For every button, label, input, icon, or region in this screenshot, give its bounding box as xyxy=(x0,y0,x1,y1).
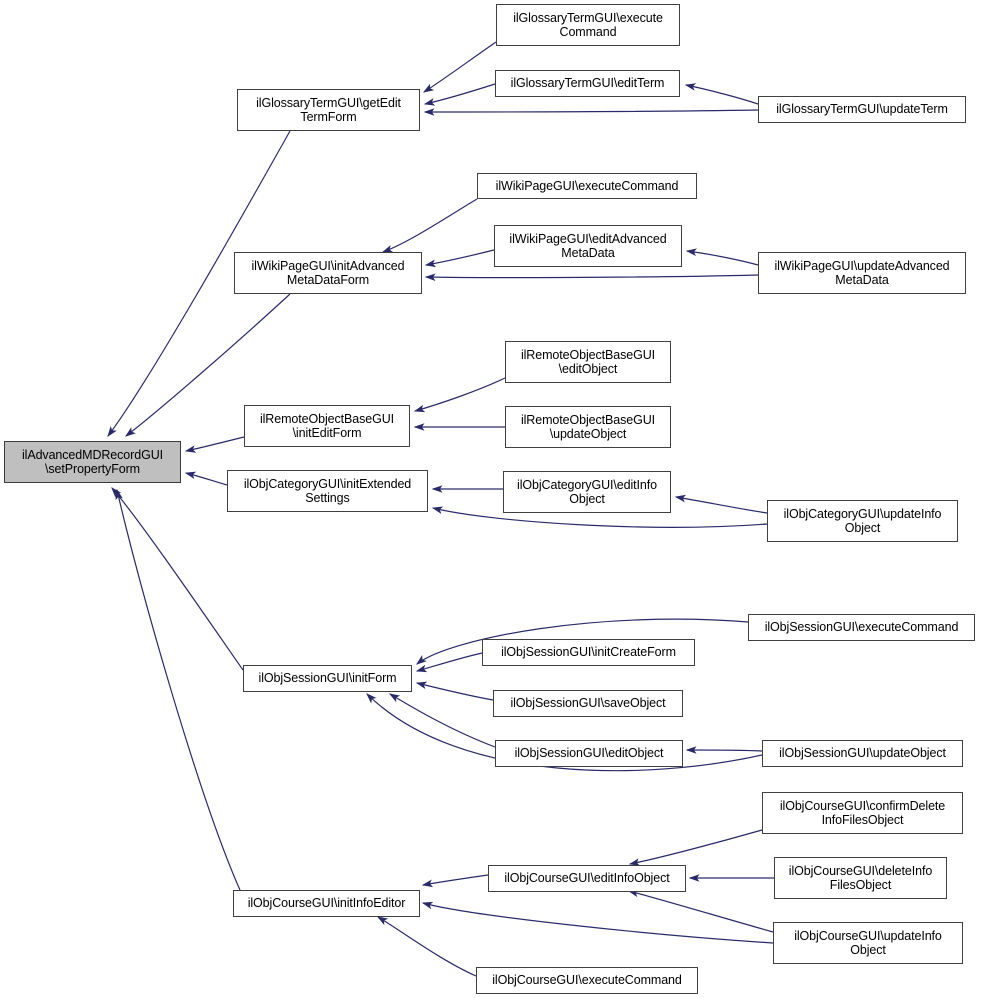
graph-node-wiki_editadv[interactable]: ilWikiPageGUI\editAdvanced MetaData xyxy=(494,225,682,267)
graph-node-label: ilObjCourseGUI\confirmDelete InfoFilesOb… xyxy=(779,798,946,828)
graph-node-sess_edit[interactable]: ilObjSessionGUI\editObject xyxy=(495,740,683,767)
graph-edge-wiki_editadv-to-wiki_initadv xyxy=(424,249,495,268)
graph-node-course_updateinfo[interactable]: ilObjCourseGUI\updateInfo Object xyxy=(773,922,963,964)
graph-node-remote_edit[interactable]: ilRemoteObjectBaseGUI \editObject xyxy=(505,341,671,383)
graph-edge-sess_initcreate-to-sess_initform xyxy=(415,652,483,673)
graph-node-label: ilObjCourseGUI\updateInfo Object xyxy=(794,928,942,958)
graph-edge-remote_edit-to-remote_initedit xyxy=(413,377,506,413)
graph-edge-course_initinfo-to-amd_setproperty xyxy=(115,488,241,891)
graph-node-remote_update[interactable]: ilRemoteObjectBaseGUI \updateObject xyxy=(505,406,671,448)
graph-node-remote_initedit[interactable]: ilRemoteObjectBaseGUI \initEditForm xyxy=(244,405,410,447)
graph-node-label: ilRemoteObjectBaseGUI \initEditForm xyxy=(259,411,395,441)
graph-edge-cat_updateinfo-to-cat_editinfo xyxy=(674,494,768,514)
graph-edge-course_updateinfo-to-course_initinfo xyxy=(421,901,774,944)
graph-node-glossary_execcmd[interactable]: ilGlossaryTermGUI\execute Command xyxy=(496,4,680,46)
graph-node-label: ilGlossaryTermGUI\editTerm xyxy=(510,76,665,91)
graph-node-cat_editinfo[interactable]: ilObjCategoryGUI\editInfo Object xyxy=(503,471,671,513)
graph-node-wiki_execcmd[interactable]: ilWikiPageGUI\executeCommand xyxy=(477,173,697,199)
graph-node-course_initinfo[interactable]: ilObjCourseGUI\initInfoEditor xyxy=(233,890,420,917)
graph-node-label: ilWikiPageGUI\executeCommand xyxy=(495,178,679,193)
graph-edge-sess_save-to-sess_initform xyxy=(415,681,494,701)
graph-node-label: ilObjCategoryGUI\updateInfo Object xyxy=(783,506,942,536)
graph-node-glossary_updateterm[interactable]: ilGlossaryTermGUI\updateTerm xyxy=(758,96,966,123)
graph-node-label: ilObjSessionGUI\executeCommand xyxy=(764,620,959,635)
graph-edge-sess_update-to-sess_edit xyxy=(685,746,763,754)
graph-node-label: ilGlossaryTermGUI\execute Command xyxy=(513,10,663,40)
graph-node-label: ilWikiPageGUI\updateAdvanced MetaData xyxy=(774,258,950,288)
graph-node-course_execcmd[interactable]: ilObjCourseGUI\executeCommand xyxy=(476,967,698,994)
graph-node-label: ilObjCategoryGUI\initExtended Settings xyxy=(243,476,412,506)
graph-edge-course_updateinfo-to-course_editinfo xyxy=(627,889,774,933)
graph-node-glossary_editterm[interactable]: ilGlossaryTermGUI\editTerm xyxy=(495,70,680,97)
graph-node-label: ilObjSessionGUI\initForm xyxy=(258,671,397,686)
graph-node-cat_updateinfo[interactable]: ilObjCategoryGUI\updateInfo Object xyxy=(767,500,958,542)
graph-node-label: ilObjCourseGUI\deleteInfo FilesObject xyxy=(788,863,933,893)
graph-node-label: ilObjSessionGUI\updateObject xyxy=(779,746,946,761)
graph-node-label: ilGlossaryTermGUI\getEdit TermForm xyxy=(256,95,401,125)
graph-node-wiki_initadv[interactable]: ilWikiPageGUI\initAdvanced MetaDataForm xyxy=(234,252,422,294)
graph-edge-wiki_execcmd-to-wiki_initadv xyxy=(381,198,478,253)
graph-node-label: ilRemoteObjectBaseGUI \updateObject xyxy=(520,412,656,442)
graph-edge-sess_initform-to-amd_setproperty xyxy=(111,487,244,671)
graph-node-course_confirmdel[interactable]: ilObjCourseGUI\confirmDelete InfoFilesOb… xyxy=(762,792,963,834)
graph-edge-cat_initext-to-amd_setproperty xyxy=(184,471,228,486)
graph-node-label: ilObjSessionGUI\editObject xyxy=(514,746,664,761)
graph-node-label: ilObjCourseGUI\initInfoEditor xyxy=(247,896,406,911)
graph-edge-glossary_updateterm-to-glossary_editterm xyxy=(684,83,759,105)
graph-edge-course_execcmd-to-course_initinfo xyxy=(376,916,477,977)
graph-node-label: ilObjCourseGUI\editInfoObject xyxy=(504,871,670,886)
graph-node-cat_initext[interactable]: ilObjCategoryGUI\initExtended Settings xyxy=(227,470,428,512)
graph-node-amd_setproperty[interactable]: ilAdvancedMDRecordGUI \setPropertyForm xyxy=(4,441,181,483)
graph-node-course_editinfo[interactable]: ilObjCourseGUI\editInfoObject xyxy=(488,865,686,892)
graph-node-sess_update[interactable]: ilObjSessionGUI\updateObject xyxy=(762,740,963,767)
graph-edge-course_confirmdel-to-course_editinfo xyxy=(628,829,763,866)
graph-node-sess_initcreate[interactable]: ilObjSessionGUI\initCreateForm xyxy=(482,639,695,666)
graph-edge-sess_edit-to-sess_initform xyxy=(388,693,496,748)
graph-node-label: ilWikiPageGUI\initAdvanced MetaDataForm xyxy=(251,258,405,288)
graph-node-sess_save[interactable]: ilObjSessionGUI\saveObject xyxy=(493,690,683,717)
graph-node-label: ilObjSessionGUI\initCreateForm xyxy=(501,645,676,660)
graph-edge-glossary_execcmd-to-glossary_geteditterm xyxy=(422,41,497,93)
graph-node-label: ilAdvancedMDRecordGUI \setPropertyForm xyxy=(21,447,163,477)
graph-node-label: ilGlossaryTermGUI\updateTerm xyxy=(776,102,948,117)
graph-node-label: ilRemoteObjectBaseGUI \editObject xyxy=(520,347,656,377)
graph-edge-wiki_updateadv-to-wiki_initadv xyxy=(424,273,759,282)
graph-node-sess_execcmd[interactable]: ilObjSessionGUI\executeCommand xyxy=(748,614,975,641)
graph-node-sess_initform[interactable]: ilObjSessionGUI\initForm xyxy=(243,665,412,692)
graph-node-glossary_geteditterm[interactable]: ilGlossaryTermGUI\getEdit TermForm xyxy=(237,89,420,131)
graph-edge-glossary_editterm-to-glossary_geteditterm xyxy=(423,83,496,106)
graph-edge-wiki_updateadv-to-wiki_editadv xyxy=(685,248,759,266)
graph-edge-glossary_updateterm-to-glossary_geteditterm xyxy=(423,108,759,116)
graph-node-label: ilObjCategoryGUI\editInfo Object xyxy=(517,477,657,507)
graph-edge-remote_initedit-to-amd_setproperty xyxy=(184,436,245,453)
graph-edge-course_editinfo-to-course_initinfo xyxy=(421,874,489,888)
graph-node-label: ilObjSessionGUI\saveObject xyxy=(510,696,666,711)
graph-node-course_deleteinfo[interactable]: ilObjCourseGUI\deleteInfo FilesObject xyxy=(774,857,947,899)
graph-node-label: ilObjCourseGUI\executeCommand xyxy=(492,973,682,988)
graph-node-label: ilWikiPageGUI\editAdvanced MetaData xyxy=(509,231,667,261)
graph-node-wiki_updateadv[interactable]: ilWikiPageGUI\updateAdvanced MetaData xyxy=(758,252,966,294)
